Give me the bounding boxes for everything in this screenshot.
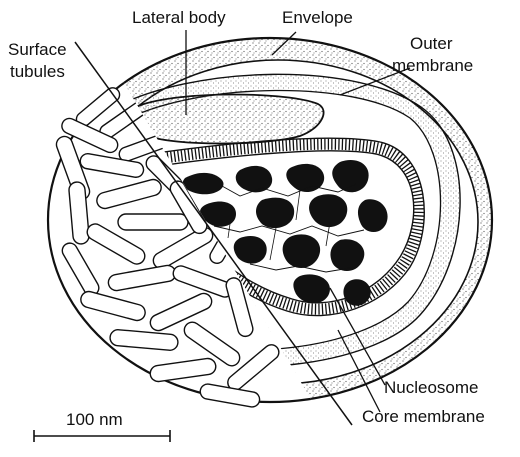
surface-tubules-label-line2: tubules bbox=[10, 62, 65, 81]
outer-membrane-label-line1: Outer bbox=[410, 34, 453, 53]
scale-bar-label: 100 nm bbox=[66, 410, 123, 429]
scale-bar bbox=[34, 430, 170, 442]
lateral-body bbox=[132, 95, 324, 144]
outer-membrane-label-line2: membrane bbox=[392, 56, 473, 75]
core-membrane-label: Core membrane bbox=[362, 407, 485, 426]
surface-tubules-label-line1: Surface bbox=[8, 40, 67, 59]
nucleosome-label: Nucleosome bbox=[384, 378, 479, 397]
lateral-body-label: Lateral body bbox=[132, 8, 226, 27]
envelope-label: Envelope bbox=[282, 8, 353, 27]
